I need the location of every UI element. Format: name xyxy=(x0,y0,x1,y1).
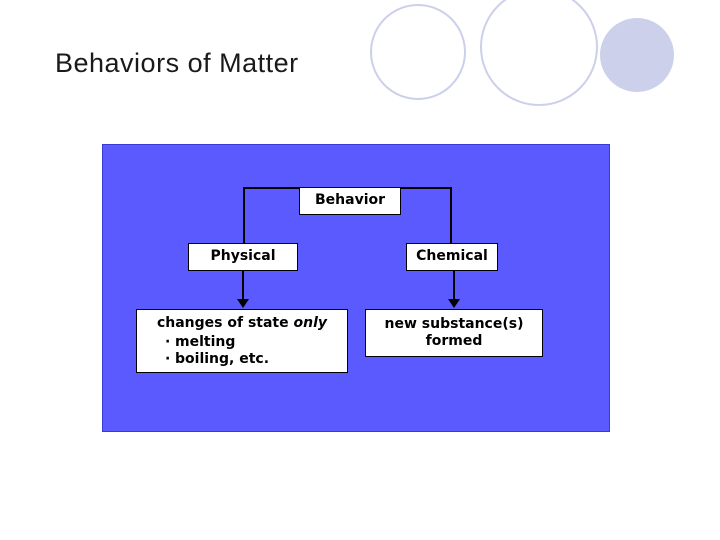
physical-bullet-2-label: boiling, etc. xyxy=(175,351,270,367)
connector-behavior-to-chemical-vertical xyxy=(450,187,452,243)
diagram-panel: Behavior Physical Chemical changes of st… xyxy=(102,144,610,432)
connector-behavior-to-physical-horizontal xyxy=(243,187,353,189)
decorative-circle-filled-3 xyxy=(600,18,674,92)
node-chemical-detail[interactable]: new substance(s) formed xyxy=(365,309,543,357)
page-title: Behaviors of Matter xyxy=(55,48,299,78)
arrowhead-physical xyxy=(237,299,249,308)
chemical-detail-line-1: new substance(s) xyxy=(384,315,524,332)
connector-physical-to-detail xyxy=(242,271,244,301)
physical-detail-emphasis: only xyxy=(293,315,328,331)
decorative-circle-outline-1 xyxy=(370,4,466,100)
arrowhead-chemical xyxy=(448,299,460,308)
decorative-circle-outline-2 xyxy=(480,0,598,106)
node-chemical[interactable]: Chemical xyxy=(406,243,498,271)
physical-bullet-1-label: melting xyxy=(175,333,236,350)
connector-behavior-to-physical-vertical xyxy=(243,187,245,243)
chemical-detail-line-2: formed xyxy=(425,333,483,349)
physical-detail-bullet-1: ·melting xyxy=(165,333,236,350)
connector-chemical-to-detail xyxy=(453,271,455,301)
node-behavior[interactable]: Behavior xyxy=(299,187,401,215)
physical-detail-bullet-2: ·boiling, etc. xyxy=(165,351,270,367)
physical-detail-text: changes of state xyxy=(156,315,294,331)
connector-behavior-to-chemical-horizontal xyxy=(401,187,452,189)
node-physical[interactable]: Physical xyxy=(188,243,298,271)
node-physical-detail[interactable]: changes of state only ·melting ·boiling,… xyxy=(136,309,348,373)
